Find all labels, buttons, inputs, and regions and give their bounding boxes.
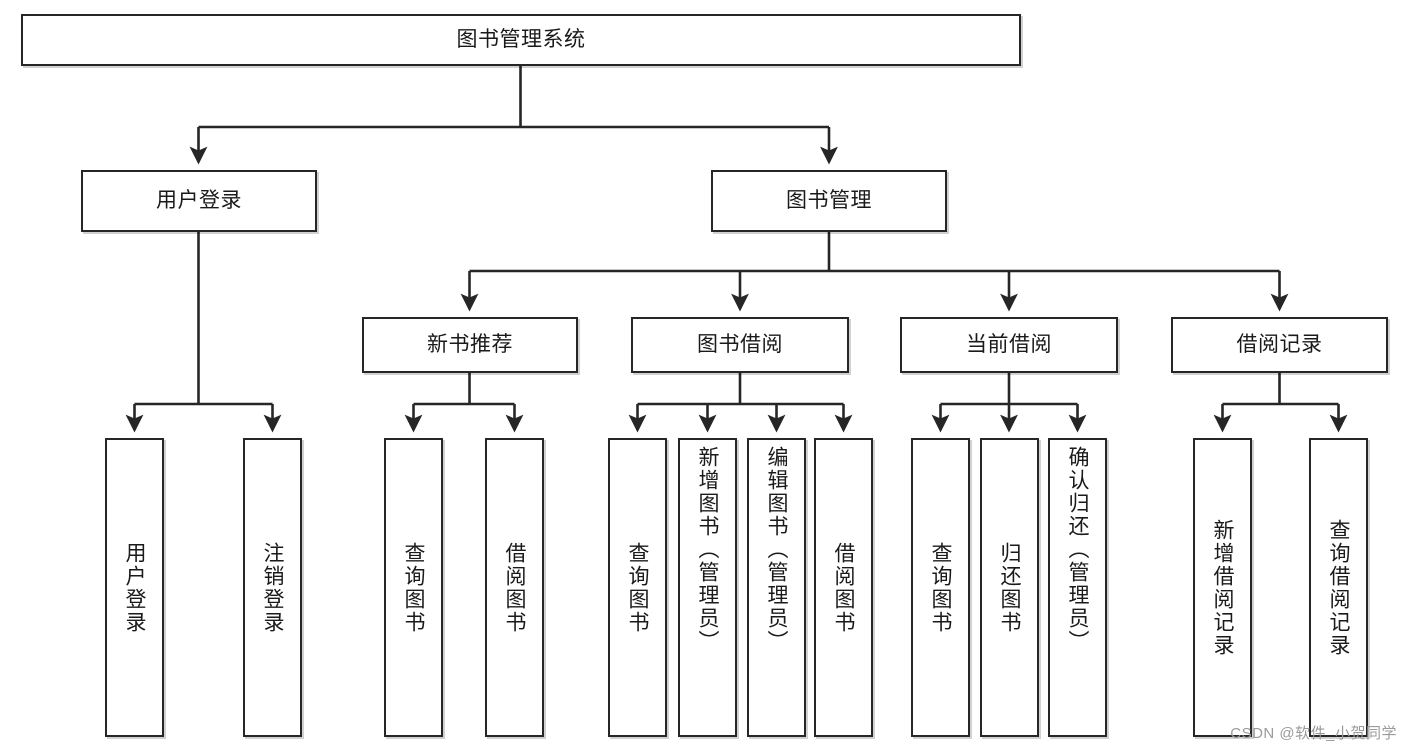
node-label: 图书借阅 [697, 332, 783, 356]
leaf-query-book-3[interactable]: 查询图书 [911, 438, 970, 737]
node-label: 图书管理系统 [456, 27, 586, 51]
leaf-add-borrow-record[interactable]: 新增借阅记录 [1193, 438, 1252, 737]
node-label: 确认归还（管理员） [1066, 446, 1089, 653]
leaf-borrow-book-2[interactable]: 借阅图书 [814, 438, 873, 737]
leaf-confirm-return-admin[interactable]: 确认归还（管理员） [1048, 438, 1107, 737]
watermark: CSDN @软件_小贺同学 [1230, 725, 1397, 742]
node-label: 查询图书 [402, 541, 425, 634]
node-label: 用户登录 [123, 541, 146, 634]
node-book-management-system[interactable]: 图书管理系统 [21, 14, 1021, 66]
leaf-add-book-admin[interactable]: 新增图书（管理员） [678, 438, 737, 737]
node-label: 借阅图书 [503, 541, 526, 634]
node-book-management[interactable]: 图书管理 [711, 170, 947, 232]
leaf-query-borrow-record[interactable]: 查询借阅记录 [1309, 438, 1368, 737]
leaf-query-book-1[interactable]: 查询图书 [384, 438, 443, 737]
node-label: 当前借阅 [966, 332, 1052, 356]
node-label: 图书管理 [786, 188, 872, 212]
node-label: 借阅记录 [1236, 332, 1323, 356]
node-label: 查询图书 [929, 541, 952, 634]
node-label: 新增图书（管理员） [696, 446, 719, 653]
leaf-user-login[interactable]: 用户登录 [105, 438, 164, 737]
leaf-borrow-book-1[interactable]: 借阅图书 [485, 438, 544, 737]
node-book-borrow[interactable]: 图书借阅 [631, 317, 849, 373]
leaf-query-book-2[interactable]: 查询图书 [608, 438, 667, 737]
node-user-login[interactable]: 用户登录 [81, 170, 317, 232]
node-label: 新书推荐 [427, 332, 513, 356]
node-borrow-record[interactable]: 借阅记录 [1171, 317, 1388, 373]
node-label: 查询借阅记录 [1327, 518, 1350, 657]
node-label: 借阅图书 [832, 541, 855, 634]
node-label: 新增借阅记录 [1211, 518, 1234, 657]
node-label: 用户登录 [156, 188, 242, 212]
node-label: 归还图书 [998, 541, 1021, 634]
leaf-logout-login[interactable]: 注销登录 [243, 438, 302, 737]
node-new-book-recommend[interactable]: 新书推荐 [362, 317, 578, 373]
node-label: 查询图书 [626, 541, 649, 634]
leaf-edit-book-admin[interactable]: 编辑图书（管理员） [747, 438, 806, 737]
node-label: 注销登录 [261, 541, 284, 634]
node-current-borrow[interactable]: 当前借阅 [900, 317, 1118, 373]
leaf-return-book[interactable]: 归还图书 [980, 438, 1039, 737]
node-label: 编辑图书（管理员） [765, 446, 788, 653]
